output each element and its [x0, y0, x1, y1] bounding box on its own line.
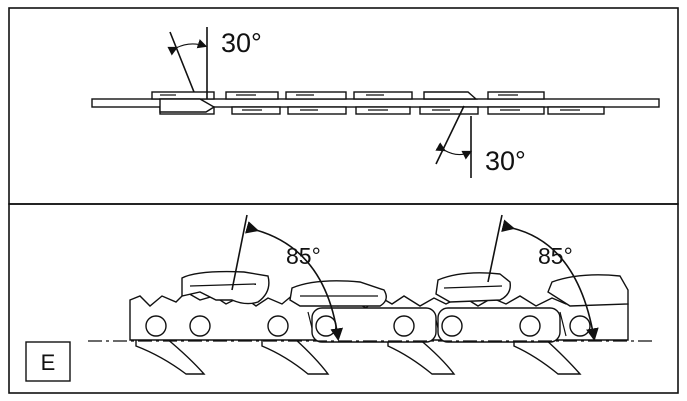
cutter-tooth-2	[289, 280, 387, 307]
chain-side-view	[129, 270, 629, 375]
cutter-tooth-left	[159, 98, 216, 113]
cutter-tooth-right	[423, 91, 478, 100]
angle-label-right: 85°	[538, 243, 573, 269]
angle-marker-left	[231, 214, 344, 342]
bottom-panel-frame	[8, 203, 679, 394]
angle-label-lower: 30°	[485, 146, 526, 176]
figure-letter-box	[25, 341, 71, 382]
figure-letter: E	[41, 350, 56, 375]
angle-label-left: 85°	[286, 243, 321, 269]
angle-label-upper: 30°	[221, 28, 262, 58]
chain-top-view	[91, 91, 660, 115]
angle-marker-upper	[167, 27, 208, 99]
chain-link	[285, 91, 347, 100]
angle-marker-lower	[435, 105, 473, 178]
angle-marker-right	[487, 214, 599, 342]
